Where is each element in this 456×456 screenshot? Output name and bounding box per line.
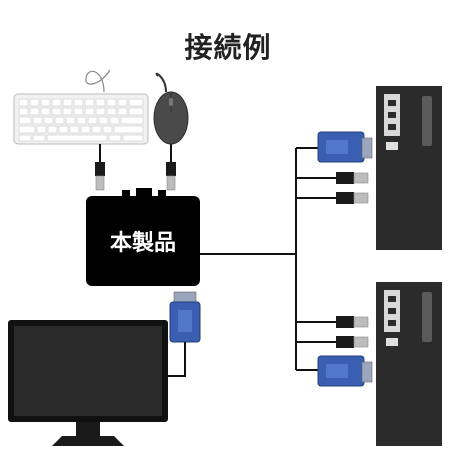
- diagram-title: 接続例: [184, 31, 272, 64]
- pc-tower-icon: [376, 282, 442, 446]
- pc-tower-icon: [376, 86, 442, 250]
- usb-plug-icon: [336, 172, 369, 348]
- mouse-icon: [153, 72, 189, 145]
- pc-cable: [200, 147, 338, 371]
- keyboard-icon: [13, 69, 149, 145]
- vga-connector-icon: [317, 355, 373, 387]
- mouse-usb-plug-icon: [166, 144, 176, 191]
- monitor-icon: [8, 320, 168, 446]
- product-box: [86, 188, 200, 286]
- vga-connector-icon: [317, 131, 373, 163]
- keyboard-usb-plug-icon: [95, 144, 105, 191]
- monitor-vga-connector-icon: [166, 291, 201, 377]
